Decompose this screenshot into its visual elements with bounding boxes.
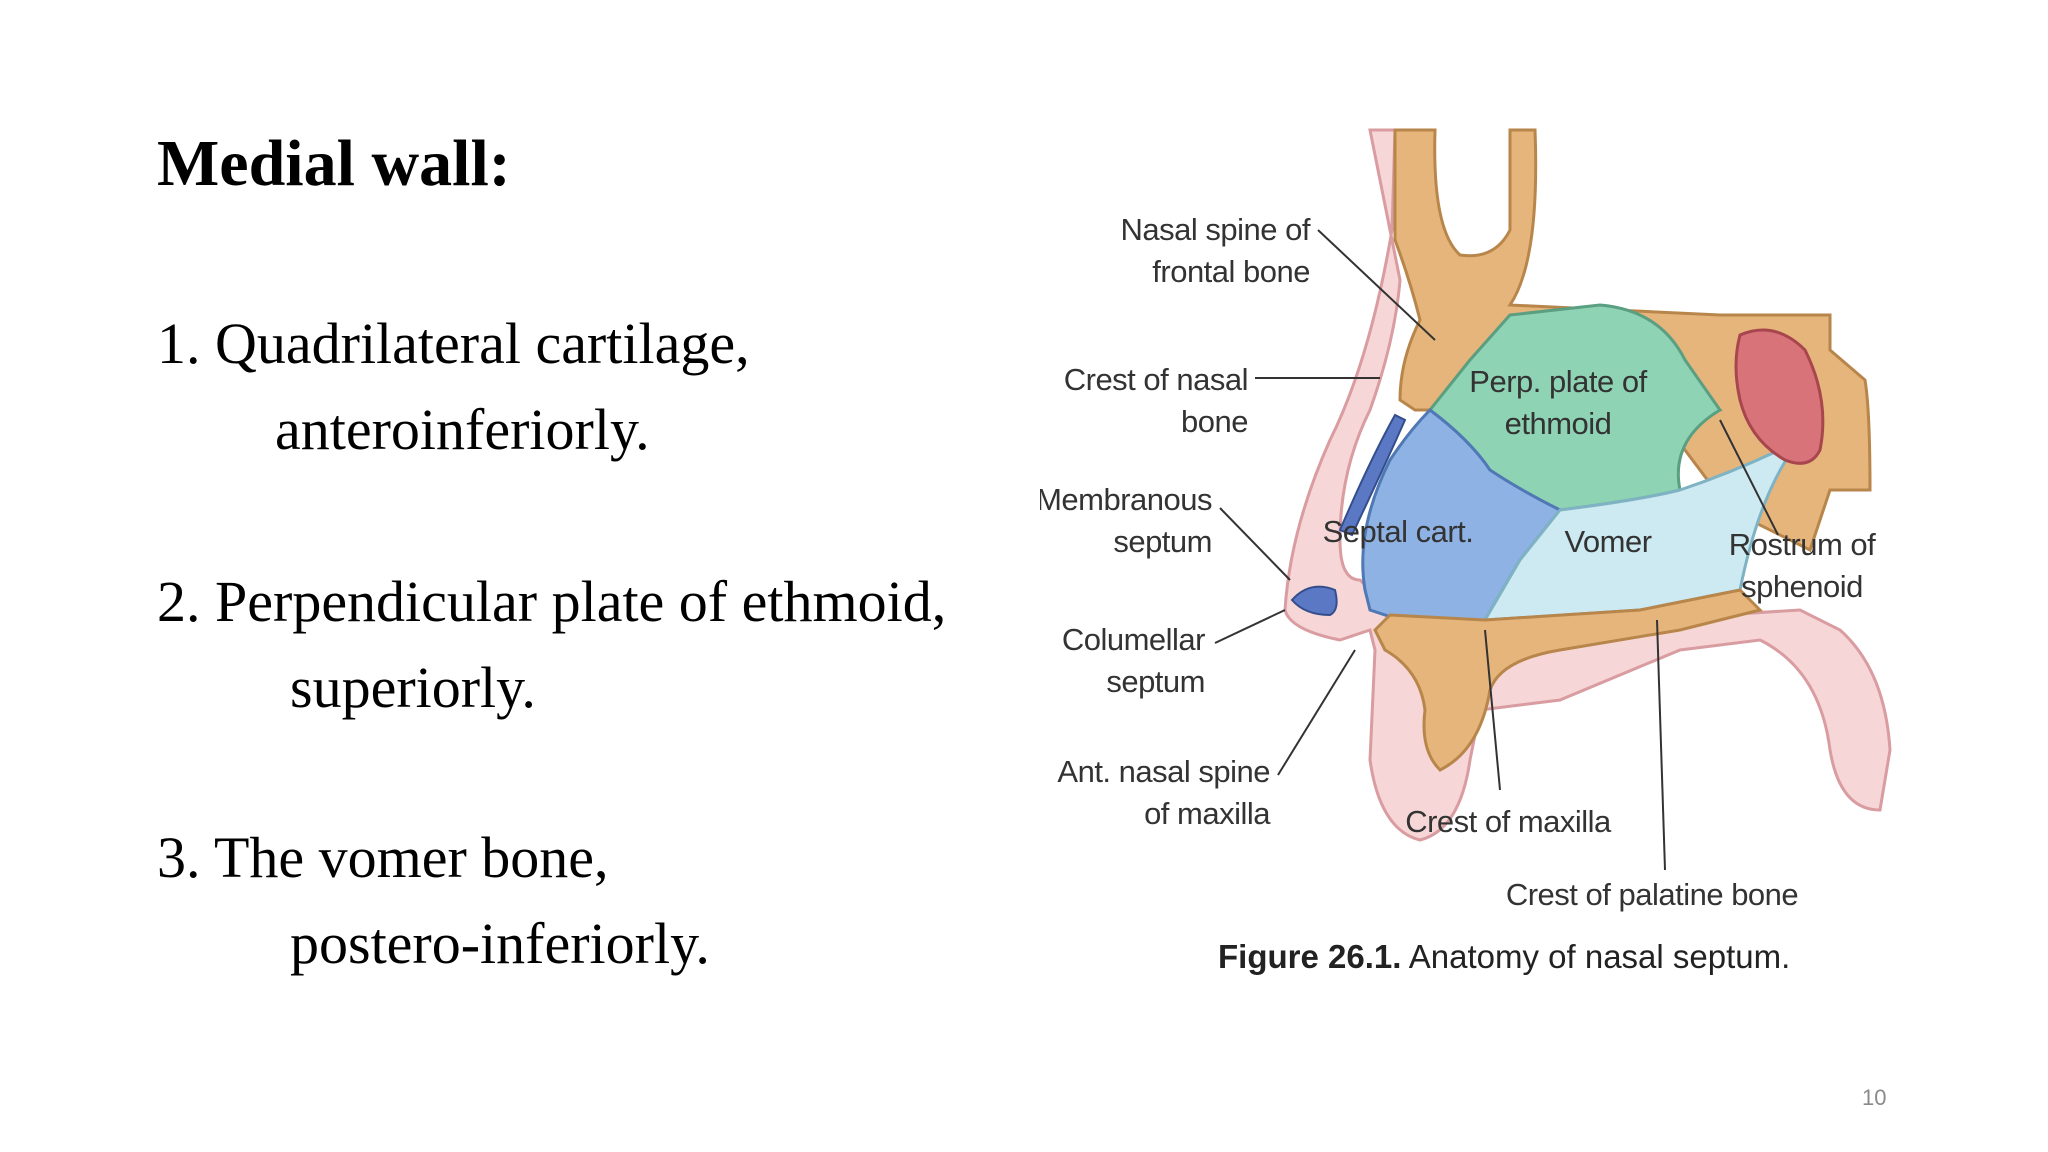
list-item-2-line2: superiorly. [290, 655, 536, 720]
frontal-nasal-bone [1393, 128, 1872, 553]
nasal-septum-diagram: Nasal spine of frontal bone Crest of nas… [1040, 128, 1892, 912]
label-columellar-2: septum [1106, 664, 1205, 699]
nasal-dorsum-strip [1338, 413, 1407, 537]
septal-cartilage [1361, 408, 1563, 622]
label-membranous-2: septum [1113, 524, 1212, 559]
list-item-2-line1: 2. Perpendicular plate of ethmoid, [157, 569, 947, 634]
nasal-septum-figure: Nasal spine of frontal bone Crest of nas… [1040, 110, 1900, 990]
label-columellar-1: Columellar [1062, 622, 1205, 657]
label-rostrum-2: sphenoid [1741, 569, 1863, 604]
label-septal-cart: Septal cart. [1323, 514, 1474, 549]
label-ant-nasal-1: Ant. nasal spine [1057, 754, 1270, 789]
list-item-1-line2: anteroinferiorly. [275, 397, 650, 462]
figure-caption: Figure 26.1. Anatomy of nasal septum. [1218, 938, 1790, 976]
label-crest-nasal-1: Crest of nasal [1064, 362, 1248, 397]
page-number: 10 [1862, 1085, 1887, 1110]
label-membranous-1: Membranous [1040, 482, 1212, 517]
label-nasal-spine-frontal-1: Nasal spine of [1121, 212, 1311, 247]
label-vomer: Vomer [1564, 524, 1651, 559]
figure-caption-text: Anatomy of nasal septum. [1408, 938, 1791, 975]
slide-title: Medial wall: [157, 127, 511, 200]
leader-lines [1214, 229, 1779, 871]
list-item-3-line2: postero-inferiorly. [290, 911, 710, 976]
sphenoid-sinus [1734, 328, 1825, 465]
label-crest-maxilla: Crest of maxilla [1405, 804, 1612, 839]
list-item-3-line1: 3. The vomer bone, [157, 825, 609, 890]
columellar-cartilage [1290, 585, 1338, 617]
figure-caption-number: Figure 26.1. [1218, 938, 1402, 975]
vomer [1482, 438, 1802, 622]
list-item-1-line1: 1. Quadrilateral cartilage, [157, 311, 750, 376]
maxilla-crest [1373, 588, 1763, 772]
label-perp-plate-1: Perp. plate of [1469, 364, 1647, 399]
label-crest-nasal-2: bone [1181, 404, 1248, 439]
label-perp-plate-2: ethmoid [1505, 406, 1612, 441]
label-ant-nasal-2: of maxilla [1144, 796, 1271, 831]
label-crest-palatine: Crest of palatine bone [1506, 877, 1798, 912]
label-nasal-spine-frontal-2: frontal bone [1152, 254, 1310, 289]
label-rostrum-1: Rostrum of [1729, 527, 1876, 562]
